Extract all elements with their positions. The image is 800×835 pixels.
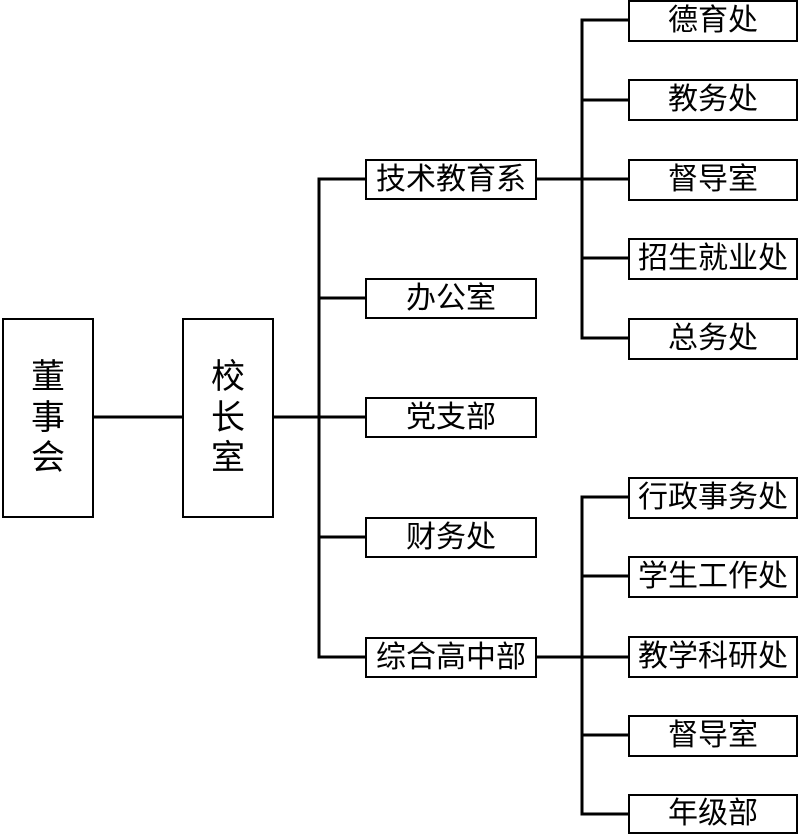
node-dept-comprehensive-high-school: 综合高中部 [365, 637, 537, 678]
node-high-child-3: 教学科研处 [628, 636, 798, 678]
node-principal-char-2: 长 [211, 397, 245, 438]
node-board: 董 事 会 [2, 318, 94, 518]
node-tech-child-1: 德育处 [628, 0, 798, 42]
node-dept-office: 办公室 [365, 278, 537, 319]
node-tech-child-2: 教务处 [628, 79, 798, 121]
node-board-char-1: 董 [31, 356, 65, 397]
node-high-child-1: 行政事务处 [628, 477, 798, 519]
node-tech-child-3: 督导室 [628, 159, 798, 201]
node-board-char-3: 会 [31, 438, 65, 479]
node-principal-office: 校 长 室 [182, 318, 274, 518]
node-dept-technical-education: 技术教育系 [365, 159, 537, 200]
node-tech-child-4: 招生就业处 [628, 238, 798, 280]
node-tech-child-5: 总务处 [628, 318, 798, 360]
node-principal-char-1: 校 [211, 356, 245, 397]
node-high-child-2: 学生工作处 [628, 556, 798, 598]
node-dept-party-branch: 党支部 [365, 397, 537, 438]
node-principal-char-3: 室 [211, 438, 245, 479]
node-dept-finance: 财务处 [365, 517, 537, 558]
node-high-child-4: 督导室 [628, 715, 798, 757]
node-high-child-5: 年级部 [628, 794, 798, 834]
node-board-char-2: 事 [31, 397, 65, 438]
